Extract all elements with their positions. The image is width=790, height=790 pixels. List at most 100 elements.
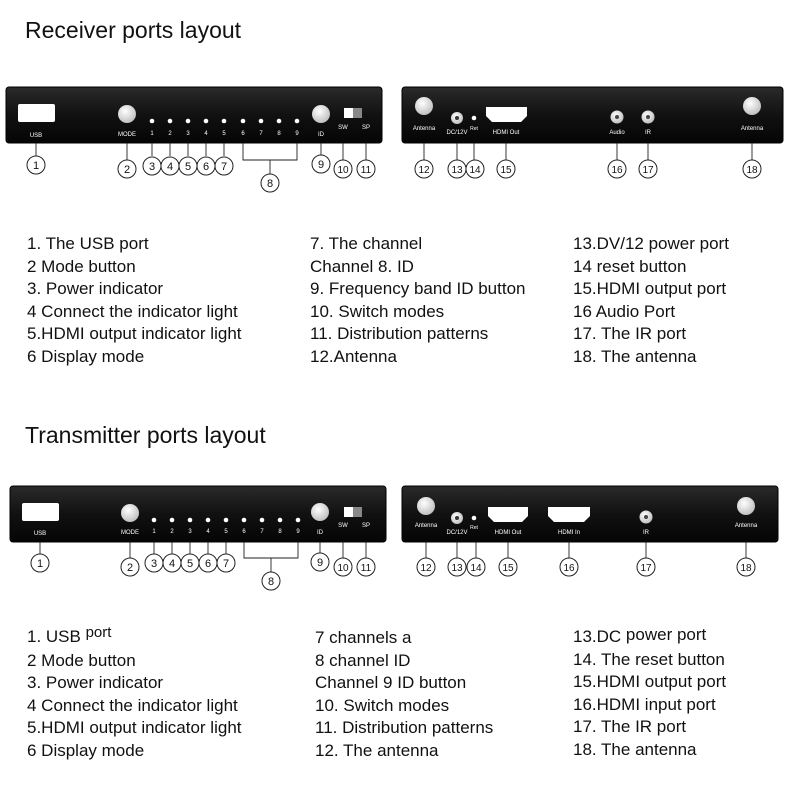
callout-number: 7 — [223, 558, 229, 570]
led-1 — [149, 118, 155, 124]
usb-label: USB — [34, 531, 46, 537]
led-label: 6 — [241, 131, 245, 137]
usb-port — [22, 503, 59, 521]
callout-number: 16 — [611, 165, 623, 176]
led-9 — [294, 118, 300, 124]
desc-item: 6 Display mode — [27, 740, 145, 760]
transmitter-back-panel: Antenna DC/12V Ret HDMI Out HDMI In IR A… — [401, 485, 779, 543]
callout-number: 17 — [640, 563, 652, 574]
desc-item: 2 Mode button — [27, 650, 136, 670]
desc-item: 3. Power indicator — [27, 279, 164, 299]
led-4 — [205, 517, 211, 523]
desc-item: 18. The antenna — [573, 346, 697, 366]
led-label: 3 — [188, 529, 192, 535]
receiver-back-panel: Antenna DC/12V Ret HDMI Out Audio IR Ant… — [401, 86, 784, 144]
callout-number: 11 — [361, 165, 372, 176]
callout-number: 15 — [502, 563, 514, 574]
desc-item: 10. Switch modes — [310, 301, 445, 321]
desc-item: 12.Antenna — [310, 346, 397, 366]
receiver-front-callouts — [26, 154, 376, 193]
desc-item: 18. The antenna — [573, 739, 697, 759]
receiver-back-leaders — [423, 143, 753, 160]
desc-item: 17. The IR port — [573, 717, 687, 737]
desc-item: 7 channels a — [315, 628, 412, 647]
antenna-connector-right — [743, 97, 761, 115]
callout-number: 8 — [267, 178, 273, 190]
ir-label: IR — [645, 130, 652, 136]
desc-item: 16 Audio Port — [573, 301, 676, 321]
callout-number: 16 — [563, 563, 575, 574]
callout-number: 2 — [124, 164, 130, 176]
receiver-title: Receiver ports layout — [25, 17, 242, 43]
callout-number: 4 — [169, 558, 175, 570]
antenna-left-label: Antenna — [415, 523, 438, 529]
desc-item-main: 13.DC — [573, 627, 626, 646]
desc-item-main: 1. USB — [27, 627, 86, 646]
indicator-leds — [151, 517, 301, 523]
dc-label: DC/12V — [446, 130, 467, 136]
callout-number: 14 — [470, 563, 482, 574]
led-label: 4 — [206, 529, 210, 535]
antenna-connector-right — [737, 497, 755, 515]
transmitter-title: Transmitter ports layout — [25, 422, 266, 448]
desc-item: Channel 9 ID button — [315, 673, 467, 693]
receiver-desc-col3: 13.DV/12 power port 14 reset button 15.H… — [573, 233, 729, 369]
callout-number: 12 — [418, 165, 430, 176]
ret-label: Ret — [470, 126, 478, 132]
transmitter-desc-col3: 13.DC power port 14. The reset button 15… — [573, 625, 726, 762]
transmitter-front-callouts — [30, 552, 376, 591]
callout-number: 15 — [500, 165, 512, 176]
audio-label: Audio — [609, 130, 625, 136]
led-label: 8 — [278, 529, 282, 535]
desc-item: 4 Connect the indicator light — [27, 301, 238, 321]
led-3 — [187, 517, 193, 523]
desc-item: 3. Power indicator — [27, 673, 164, 693]
led-7 — [258, 118, 264, 124]
desc-item: 13.DC power port — [573, 625, 726, 649]
mode-button — [118, 105, 136, 123]
led-label: 4 — [204, 131, 208, 137]
led-label: 1 — [150, 131, 154, 137]
desc-item: 11. Distribution patterns — [315, 718, 494, 738]
mode-label: MODE — [118, 132, 136, 138]
led-2 — [167, 118, 173, 124]
desc-item: 9. Frequency band ID button — [310, 279, 526, 299]
led-6 — [241, 517, 247, 523]
callout-number: 2 — [127, 562, 133, 574]
callout-number: 9 — [317, 557, 323, 569]
desc-item: Channel 8. ID — [310, 256, 414, 276]
transmitter-front-panel: USB MODE 1 2 3 4 5 6 7 8 9 ID S — [9, 485, 387, 543]
led-label: 9 — [295, 131, 299, 137]
desc-item: 6 Display mode — [27, 346, 145, 366]
hdmi-out-label: HDMI Out — [495, 530, 522, 536]
sw-label: SW — [338, 523, 348, 529]
led-label: 7 — [260, 529, 264, 535]
led-2 — [169, 517, 175, 523]
sp-label: SP — [362, 125, 370, 131]
callout-number: 10 — [337, 563, 349, 574]
ret-label: Ret — [470, 525, 478, 531]
hdmi-out-label: HDMI Out — [493, 130, 520, 136]
led-label: 1 — [152, 529, 156, 535]
desc-item-sup: port — [85, 624, 112, 641]
ir-label: IR — [643, 530, 650, 536]
callout-number: 13 — [451, 563, 463, 574]
callout-number: 5 — [187, 558, 193, 570]
desc-item: 1. USB port — [27, 624, 242, 650]
hdmi-out-port — [488, 507, 528, 522]
receiver-back-callouts — [414, 159, 762, 179]
transmitter-front-leaders — [39, 542, 367, 572]
callout-number: 12 — [420, 563, 432, 574]
led-6 — [240, 118, 246, 124]
desc-item: 5.HDMI output indicator light — [27, 718, 242, 738]
led-label: 3 — [186, 131, 190, 137]
led-8 — [276, 118, 282, 124]
desc-item: 7. The channel — [310, 234, 423, 253]
receiver-desc-col1: 1. The USB port 2 Mode button 3. Power i… — [27, 233, 242, 369]
reset-button — [471, 515, 477, 521]
antenna-connector-left — [415, 97, 433, 115]
hdmi-in-label: HDMI In — [558, 530, 580, 536]
led-8 — [277, 517, 283, 523]
id-button — [311, 503, 329, 521]
